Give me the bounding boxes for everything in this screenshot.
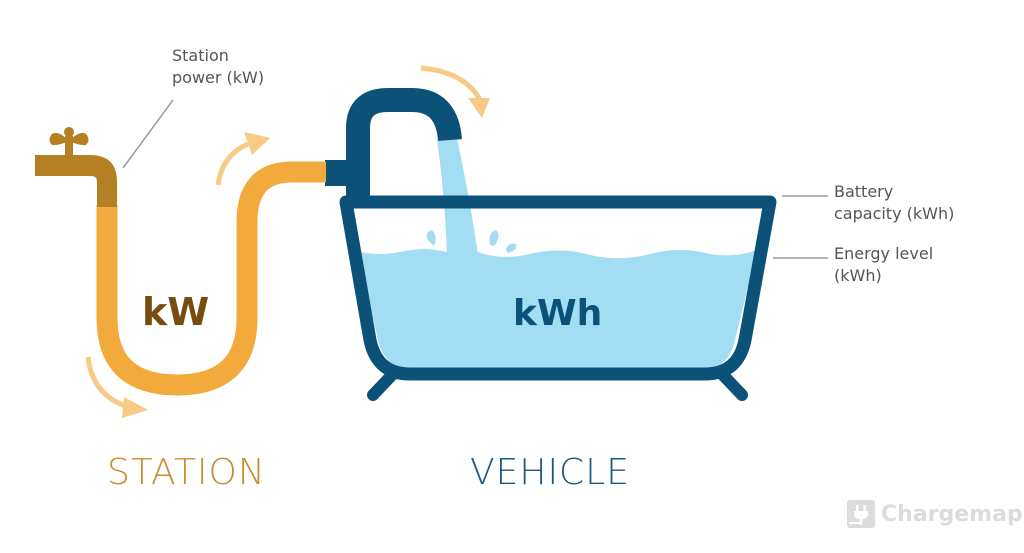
energy-level-line1: Energy level	[834, 244, 934, 263]
station-power-line2: power (kW)	[172, 68, 265, 87]
battery-capacity-line1: Battery	[834, 182, 894, 201]
flow-arrow-bottom	[85, 356, 148, 418]
battery-capacity-label: Battery capacity (kWh)	[834, 181, 954, 225]
tub-leg-right	[717, 369, 748, 401]
tub-water	[358, 249, 757, 370]
logo-text: Chargemap	[881, 501, 1023, 527]
hose-connector	[325, 160, 360, 186]
splash-drop	[506, 243, 517, 253]
vehicle-faucet	[346, 88, 462, 198]
charging-hose	[96, 161, 326, 396]
tub-body	[339, 195, 777, 381]
vehicle-caption: VEHICLE	[470, 452, 630, 493]
energy-level-line2: (kWh)	[834, 266, 882, 285]
splash-drop	[489, 230, 499, 246]
station-faucet	[35, 127, 117, 207]
chargemap-logo: Chargemap	[847, 500, 1023, 528]
station-caption: STATION	[107, 452, 266, 493]
tub-leg-left	[367, 369, 398, 401]
flow-arrow-top	[420, 65, 490, 118]
tub-unit-label: kWh	[513, 293, 603, 334]
hose-unit-label: kW	[142, 290, 210, 334]
station-power-leader	[122, 99, 174, 169]
plug-icon	[847, 500, 875, 528]
flow-arrow-middle	[215, 132, 270, 186]
energy-level-label: Energy level (kWh)	[834, 243, 933, 287]
battery-capacity-line2: capacity (kWh)	[834, 204, 955, 223]
station-power-line1: Station	[172, 46, 229, 65]
splash-drop	[426, 230, 436, 246]
station-power-label: Station power (kW)	[172, 45, 264, 89]
